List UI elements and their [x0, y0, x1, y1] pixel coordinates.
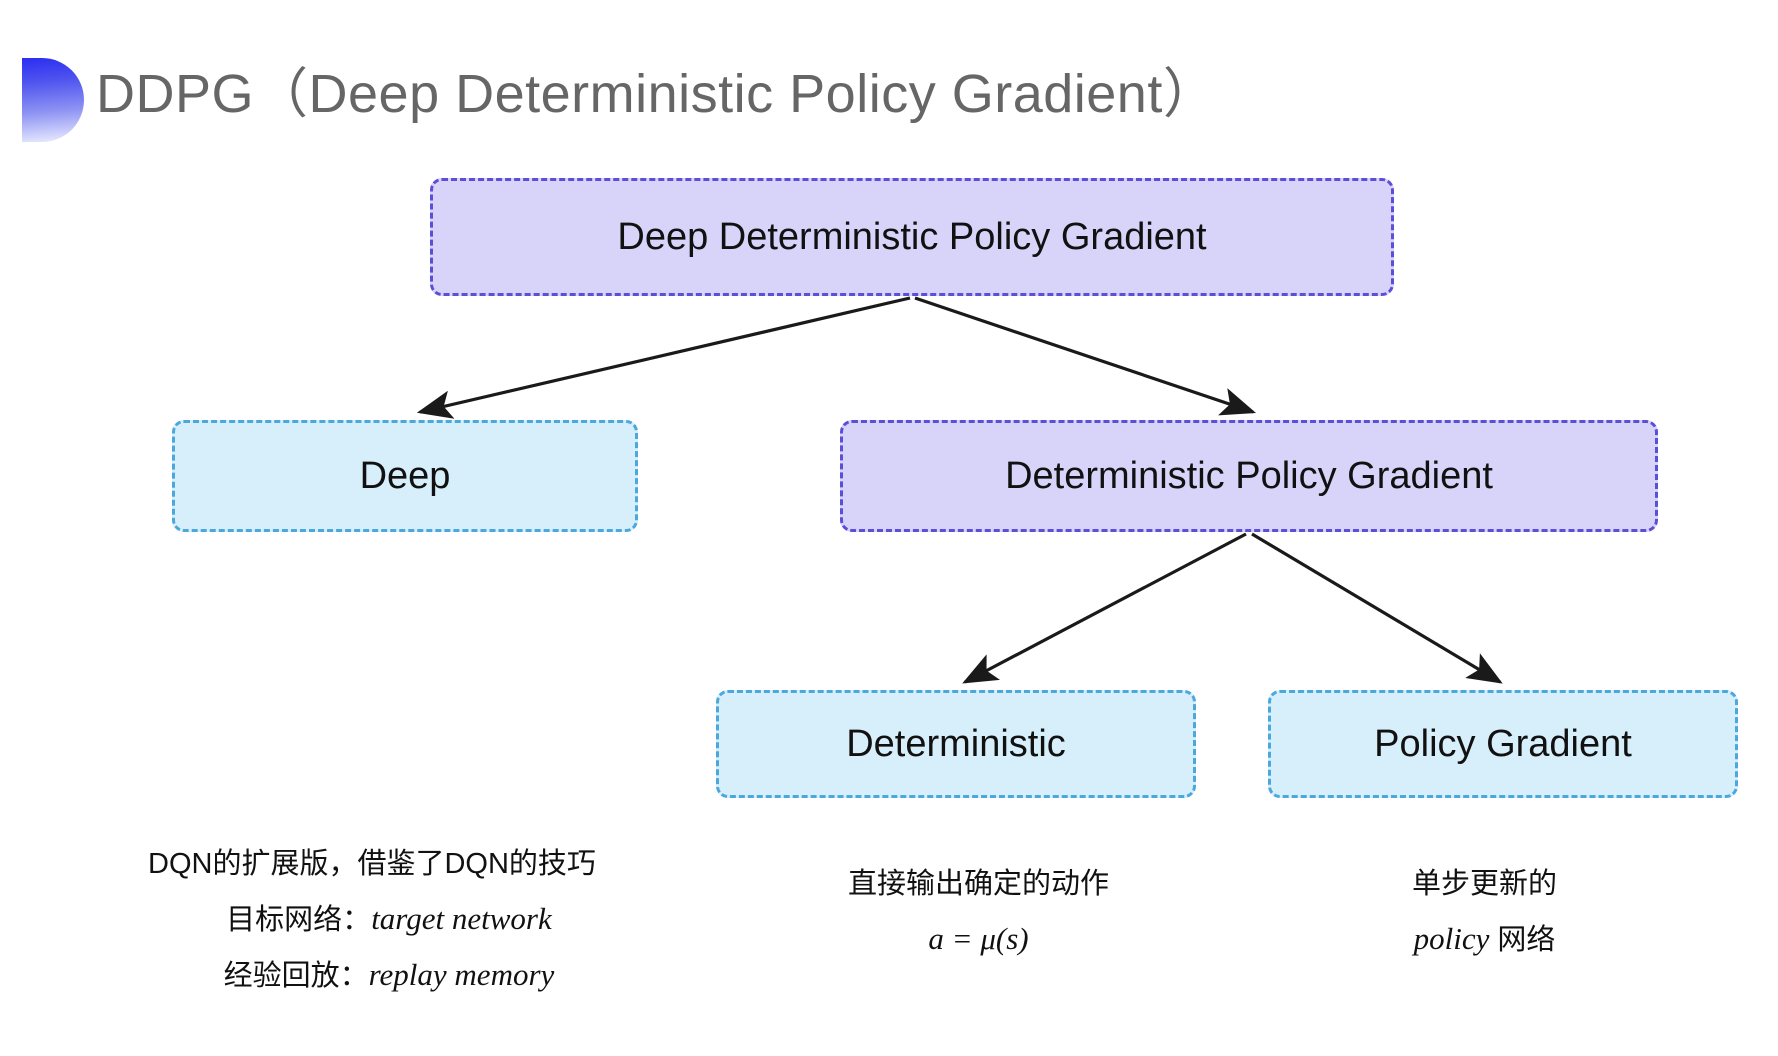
annotation-deep-line-3: 经验回放：replay memory	[148, 947, 596, 1003]
edge-dpg-to-deterministic	[962, 532, 1247, 684]
edge-root-to-dpg	[914, 296, 1257, 416]
annotation-deep-line-2-label: 目标网络：	[226, 903, 372, 936]
edge-root-to-deep	[416, 296, 911, 419]
annotation-policy-gradient-line-2: policy 网络	[1412, 911, 1557, 967]
node-deterministic-policy-gradient[interactable]: Deterministic Policy Gradient	[840, 420, 1658, 532]
node-label: Deterministic	[846, 722, 1066, 765]
node-label: Policy Gradient	[1374, 722, 1632, 765]
annotation-deep-line-1: DQN的扩展版，借鉴了DQN的技巧	[148, 848, 596, 880]
annotation-policy-gradient: 单步更新的 policy 网络	[1412, 858, 1557, 967]
annotation-policy-gradient-term: policy	[1413, 920, 1490, 956]
node-deep[interactable]: Deep	[172, 420, 638, 532]
annotation-deep-line-3-label: 经验回放：	[223, 960, 369, 993]
annotation-deterministic-formula: a = μ(s)	[928, 920, 1029, 956]
annotation-deep-line-3-value: replay memory	[368, 957, 555, 993]
annotation-policy-gradient-line-1: 单步更新的	[1412, 868, 1558, 900]
annotation-policy-gradient-suffix: 网络	[1489, 923, 1556, 956]
node-label: Deep	[359, 454, 451, 497]
annotation-deterministic-line-1: 直接输出确定的动作	[848, 868, 1110, 900]
annotation-deep-line-2-value: target network	[371, 900, 552, 936]
annotation-deep: DQN的扩展版，借鉴了DQN的技巧 目标网络：target network 经验…	[148, 838, 596, 1004]
node-deep-deterministic-policy-gradient[interactable]: Deep Deterministic Policy Gradient	[430, 178, 1394, 296]
gradient-half-circle-icon	[22, 58, 84, 142]
node-label: Deep Deterministic Policy Gradient	[617, 215, 1207, 258]
annotation-deep-line-2: 目标网络：target network	[148, 891, 596, 947]
node-label: Deterministic Policy Gradient	[1005, 454, 1493, 497]
node-policy-gradient[interactable]: Policy Gradient	[1268, 690, 1738, 798]
node-deterministic[interactable]: Deterministic	[716, 690, 1196, 798]
page-title: DDPG（Deep Deterministic Policy Gradient）	[96, 64, 1218, 124]
annotation-deterministic: 直接输出确定的动作 a = μ(s)	[848, 858, 1109, 967]
edge-dpg-to-policy-gradient	[1251, 532, 1503, 684]
